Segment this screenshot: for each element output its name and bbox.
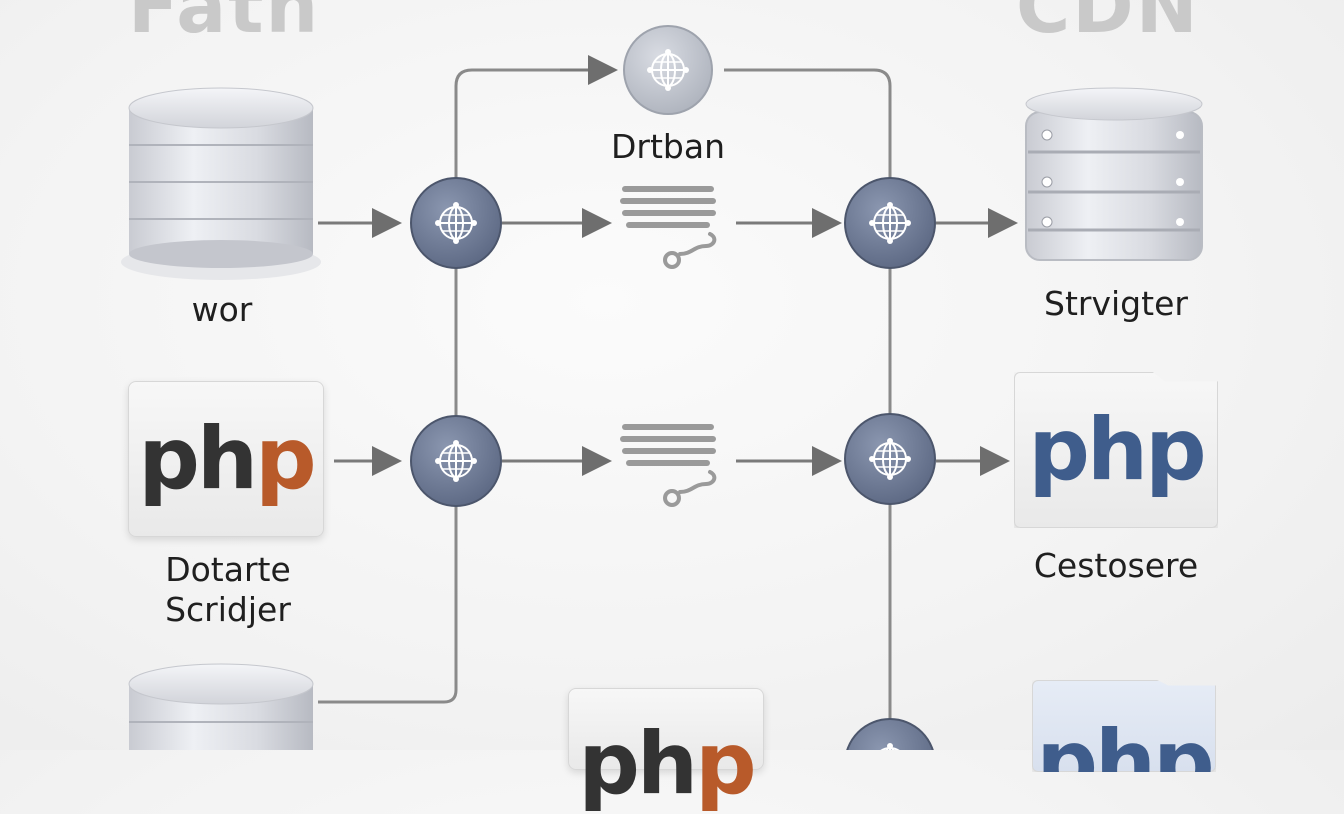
globe-node-right-mid[interactable] <box>844 413 936 505</box>
php-file-card-right[interactable]: php <box>1014 372 1218 528</box>
label-left-db: wor <box>191 290 253 329</box>
server-rack-icon <box>1025 87 1203 261</box>
php-logo: php <box>578 714 756 814</box>
php-logo: php <box>1028 400 1206 500</box>
globe-node-top[interactable] <box>623 25 713 115</box>
label-right-php: Cestosere <box>1033 546 1199 585</box>
label-left-php: Dotarte Scridjer <box>118 550 338 630</box>
label-top-center: Drtban <box>610 127 725 166</box>
heading-left: Fath <box>128 0 321 50</box>
label-left-php-line1: Dotarte <box>165 550 291 589</box>
database-icon <box>121 87 321 280</box>
php-file-card-right-bottom[interactable]: php <box>1032 680 1216 772</box>
stacked-lines-icon <box>618 184 718 269</box>
database-icon <box>128 663 314 750</box>
php-card-left[interactable]: php <box>128 381 324 537</box>
globe-node-left-mid[interactable] <box>410 415 502 507</box>
heading-right: CDN <box>1016 0 1200 50</box>
connector-top-right <box>724 68 892 180</box>
label-left-php-line2: Scridjer <box>165 590 291 629</box>
globe-node-right-top[interactable] <box>844 177 936 269</box>
stacked-lines-icon <box>618 422 718 507</box>
php-logo: php <box>1036 712 1214 812</box>
connector-left-bottom <box>318 505 458 704</box>
php-logo: php <box>138 409 316 509</box>
php-card-bottom-center[interactable]: php <box>568 688 764 807</box>
globe-node-right-bottom[interactable] <box>845 718 935 750</box>
label-right-server: Strvigter <box>1044 284 1188 323</box>
globe-node-left-top[interactable] <box>410 177 502 269</box>
connector-lines <box>318 68 892 720</box>
arrows <box>318 55 1018 476</box>
connector-top-loop <box>454 68 612 180</box>
architecture-diagram <box>121 25 1203 750</box>
